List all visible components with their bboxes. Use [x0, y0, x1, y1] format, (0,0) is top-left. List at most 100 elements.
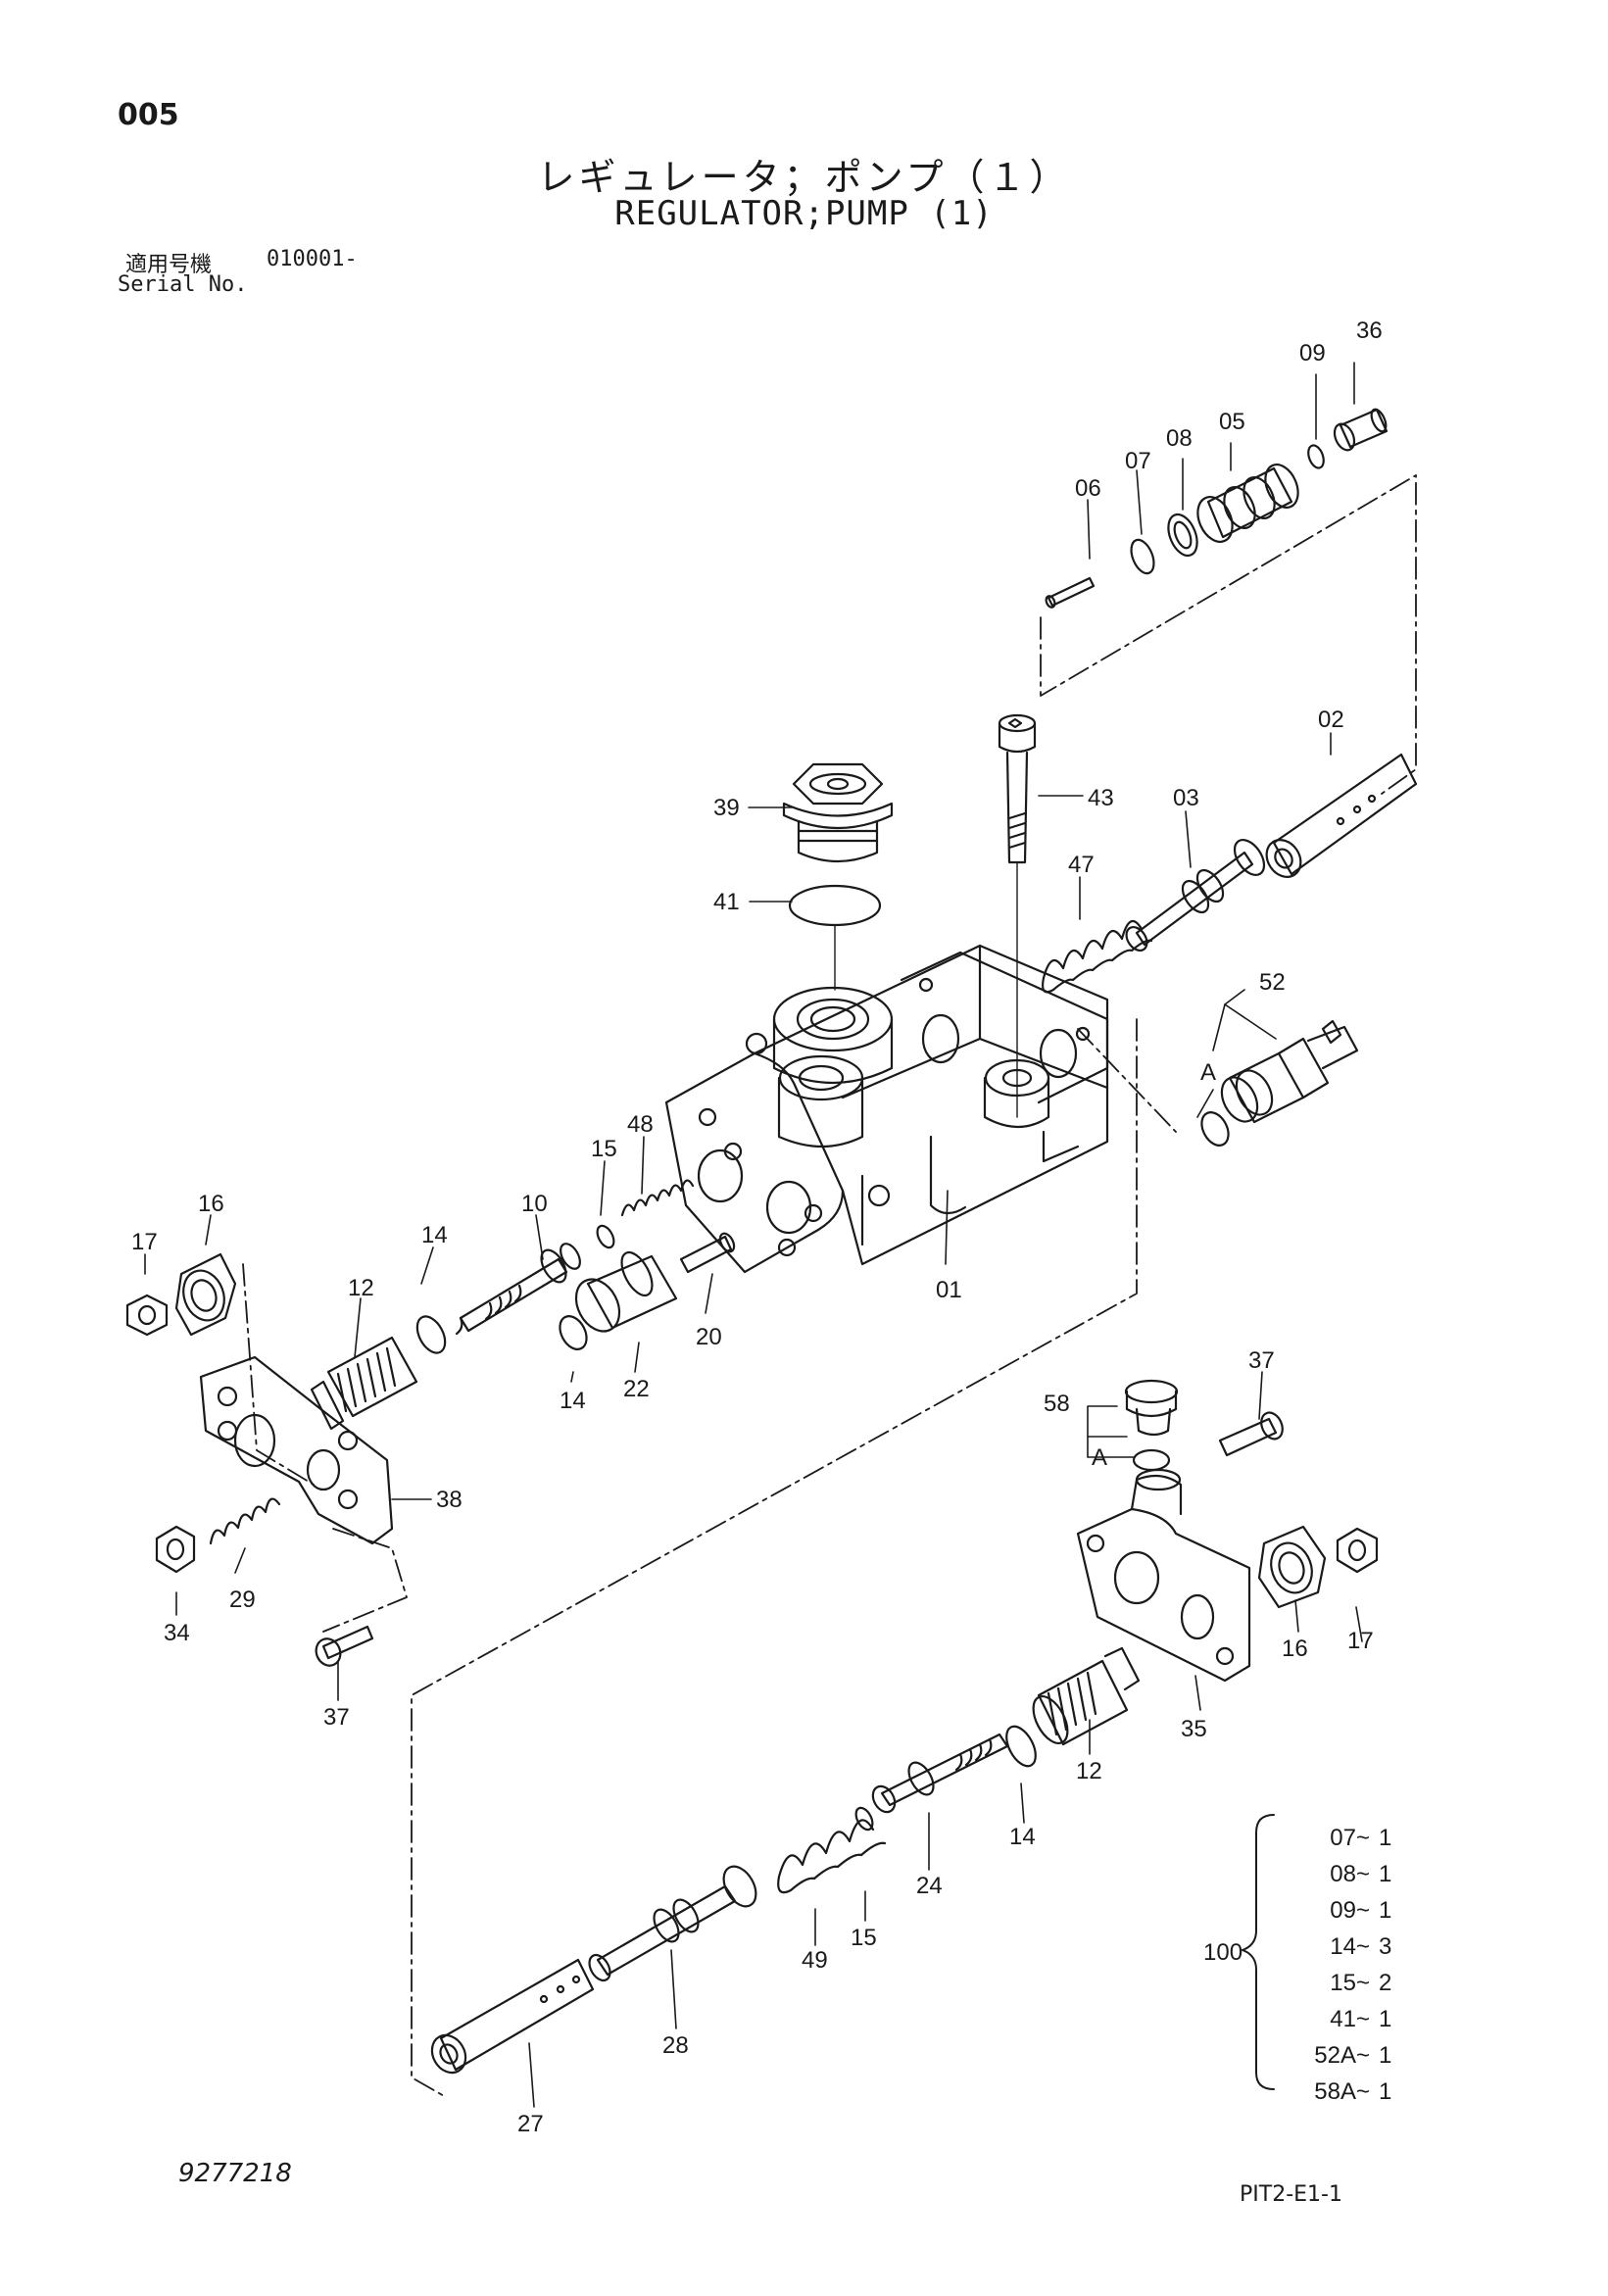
part-label: 17 [1347, 1628, 1374, 1654]
kit-item-part: 52A~ [1314, 2042, 1370, 2069]
part-label: 24 [916, 1873, 943, 1899]
part-label: 14 [421, 1222, 448, 1248]
kit-item-qty: 1 [1379, 1861, 1391, 1887]
part-43-bolt [998, 713, 1037, 864]
part-label: 17 [131, 1229, 158, 1255]
part-12-screw-lower [1032, 1646, 1141, 1746]
part-03-spool [1125, 839, 1266, 952]
part-22-piston [574, 1250, 678, 1333]
part-label: 52 [1259, 969, 1286, 996]
part-34-nut [155, 1525, 196, 1574]
part-17-nut-upper [125, 1294, 169, 1337]
part-label: 58 [1044, 1391, 1070, 1417]
part-14-o-ring-lower [1005, 1725, 1037, 1768]
kit-item-part: 15~ [1330, 1970, 1370, 1996]
part-label: 37 [1248, 1347, 1275, 1374]
part-label: 39 [713, 795, 740, 821]
kit-item-qty: 1 [1379, 2006, 1391, 2032]
part-05-sleeve [1196, 464, 1299, 543]
part-label: 02 [1318, 707, 1344, 733]
guide-lines [242, 474, 1417, 2098]
kit-label: 100 [1203, 1939, 1243, 1966]
part-label: 01 [936, 1277, 962, 1303]
kit-item-qty: 1 [1379, 2042, 1391, 2069]
part-label: 12 [348, 1275, 374, 1301]
part-label: 36 [1356, 318, 1383, 344]
kit-brace [1242, 1814, 1275, 2090]
part-09-ring [1307, 444, 1325, 469]
part-label: 29 [229, 1587, 256, 1613]
part-29-spring [209, 1497, 281, 1545]
part-label: 12 [1076, 1758, 1102, 1784]
kit-item-part: 09~ [1330, 1897, 1370, 1924]
part-label: 34 [164, 1620, 190, 1646]
part-label: 05 [1219, 409, 1245, 435]
part-14-o-ring-upper [415, 1315, 447, 1354]
part-15-o-ring-top [596, 1224, 615, 1249]
part-label: 27 [517, 2111, 544, 2137]
part-16-nut-lower [1257, 1525, 1327, 1609]
part-label: 09 [1299, 340, 1326, 366]
part-14-o-ring-mid [559, 1315, 588, 1350]
serial-range: 010001- [267, 247, 358, 271]
part-48-spring [620, 1179, 695, 1217]
part-label: A [1092, 1444, 1107, 1471]
part-label: 43 [1088, 785, 1114, 811]
kit-list: 100 07~ 1 08~ 1 09~ 1 14~ 3 15~ 2 41~ 1 … [1203, 1825, 1391, 2105]
part-label: 47 [1068, 852, 1095, 878]
part-label: 14 [1009, 1824, 1036, 1850]
part-06-pin [1045, 576, 1096, 609]
part-49-spring [777, 1819, 887, 1894]
page-number: 005 [118, 98, 179, 132]
part-label: 38 [436, 1487, 463, 1513]
part-37-screw-left [315, 1625, 374, 1667]
part-label: 14 [560, 1388, 586, 1414]
part-label: 41 [713, 889, 740, 915]
leader-lines [144, 362, 1363, 2108]
part-20-pin [679, 1232, 736, 1274]
part-label: 35 [1181, 1716, 1207, 1742]
part-label: 03 [1173, 785, 1199, 811]
part-37-screw-right [1218, 1411, 1284, 1457]
part-07-o-ring [1130, 538, 1155, 575]
part-58-plug [1124, 1379, 1179, 1437]
part-41-o-ring [788, 884, 882, 927]
part-39-plug [782, 762, 894, 863]
kit-item-qty: 1 [1379, 1897, 1391, 1924]
part-10-spool [455, 1243, 581, 1336]
part-label: 16 [198, 1191, 224, 1217]
part-label: 15 [591, 1136, 617, 1162]
part-27-sleeve [430, 1958, 595, 2075]
kit-item-part: 07~ [1330, 1825, 1370, 1851]
part-24-spool [871, 1733, 1009, 1814]
part-52a-o-ring [1200, 1111, 1230, 1147]
part-labels: 36 09 05 08 07 06 02 39 43 03 41 47 52 A… [131, 318, 1383, 2137]
page-title-en: REGULATOR;PUMP (1) [614, 194, 994, 233]
part-label: 07 [1125, 448, 1151, 474]
kit-item-part: 41~ [1330, 2006, 1370, 2032]
kit-item-part: 58A~ [1314, 2078, 1370, 2105]
part-08-washer [1167, 513, 1198, 558]
part-label: 28 [662, 2032, 689, 2059]
part-label: 20 [696, 1324, 722, 1350]
part-label: 08 [1166, 425, 1193, 452]
page-title-jp: レギュレータ；ポンプ（１） [537, 156, 1071, 199]
part-02-sleeve [1265, 753, 1418, 878]
part-label: 49 [802, 1947, 828, 1974]
kit-item-qty: 1 [1379, 1825, 1391, 1851]
part-17-nut-lower [1336, 1527, 1379, 1574]
serial-label-en: Serial No. [118, 272, 248, 297]
part-52-sensor [1220, 1019, 1359, 1124]
part-12-screw-upper [310, 1336, 418, 1431]
part-01-regulator-body [664, 944, 1109, 1274]
kit-item-qty: 2 [1379, 1970, 1391, 1996]
part-label: 06 [1075, 475, 1101, 502]
part-label: 16 [1282, 1636, 1308, 1662]
serial-label-jp: 適用号機 [125, 253, 213, 277]
kit-item-part: 08~ [1330, 1861, 1370, 1887]
part-label: 48 [627, 1111, 654, 1138]
part-28-spool [588, 1865, 757, 1982]
part-label: A [1200, 1059, 1216, 1086]
part-58a-o-ring [1132, 1448, 1171, 1472]
